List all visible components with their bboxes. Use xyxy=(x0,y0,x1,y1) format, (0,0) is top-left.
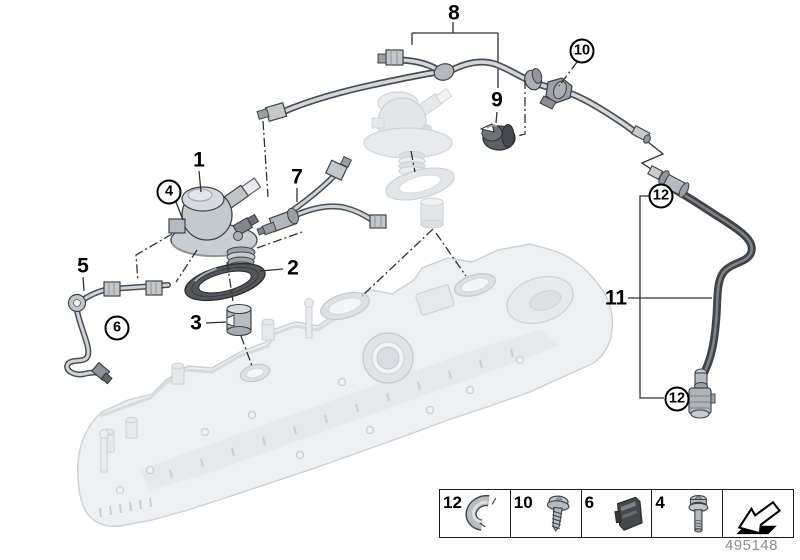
assembly-dashdot-lines xyxy=(135,61,578,367)
callout-7[interactable]: 7 xyxy=(291,165,303,189)
legend-item-12[interactable]: 12 xyxy=(440,490,511,537)
legend-item-arrow[interactable] xyxy=(723,490,793,537)
legend-item-10[interactable]: 10 xyxy=(511,490,582,537)
hose-clamp-icon xyxy=(465,494,497,531)
callout-12-bottom[interactable]: 12 xyxy=(664,386,690,412)
legend-item-4[interactable]: 4 xyxy=(652,490,724,537)
seal-ring-2-art xyxy=(184,262,266,302)
legend-item-6[interactable]: 6 xyxy=(582,490,653,537)
spacer-3-art xyxy=(226,303,252,337)
callout-6[interactable]: 6 xyxy=(104,315,130,341)
callout-10[interactable]: 10 xyxy=(569,38,595,64)
high-pressure-pump-art xyxy=(168,177,262,273)
legend-label-6: 6 xyxy=(584,493,595,512)
grommet-9-art xyxy=(479,123,516,151)
fuel-line-8-art xyxy=(256,49,651,144)
callout-2[interactable]: 2 xyxy=(287,256,299,280)
callout-8[interactable]: 8 xyxy=(448,1,460,25)
socket-head-bolt-icon xyxy=(688,494,709,533)
cable-clip-icon xyxy=(613,496,643,531)
valve-cover-art xyxy=(77,243,614,528)
diagram-part-number: 495148 xyxy=(724,537,778,554)
callout-5[interactable]: 5 xyxy=(77,254,89,278)
pipe-7-art xyxy=(256,156,387,236)
callout-leader-lines xyxy=(82,170,712,399)
legend-label-12: 12 xyxy=(443,493,462,512)
callout-11[interactable]: 11 xyxy=(604,286,628,310)
direction-arrow-icon xyxy=(736,500,782,535)
fuel-hose-11-art xyxy=(647,165,756,419)
callout-1[interactable]: 1 xyxy=(193,148,205,172)
callout-3[interactable]: 3 xyxy=(190,311,202,335)
pipe-5-art xyxy=(64,280,171,385)
ghost-pump-assembly-art xyxy=(363,88,455,229)
callout-4[interactable]: 4 xyxy=(156,179,182,205)
legend-label-10: 10 xyxy=(513,493,533,512)
fastener-legend: 12 10 xyxy=(439,489,794,538)
callout-9[interactable]: 9 xyxy=(491,88,503,112)
callout-12-top[interactable]: 12 xyxy=(648,183,674,209)
callout-8-bracket xyxy=(411,22,665,174)
legend-label-4: 4 xyxy=(655,493,665,512)
self-tapping-screw-icon xyxy=(546,495,570,532)
